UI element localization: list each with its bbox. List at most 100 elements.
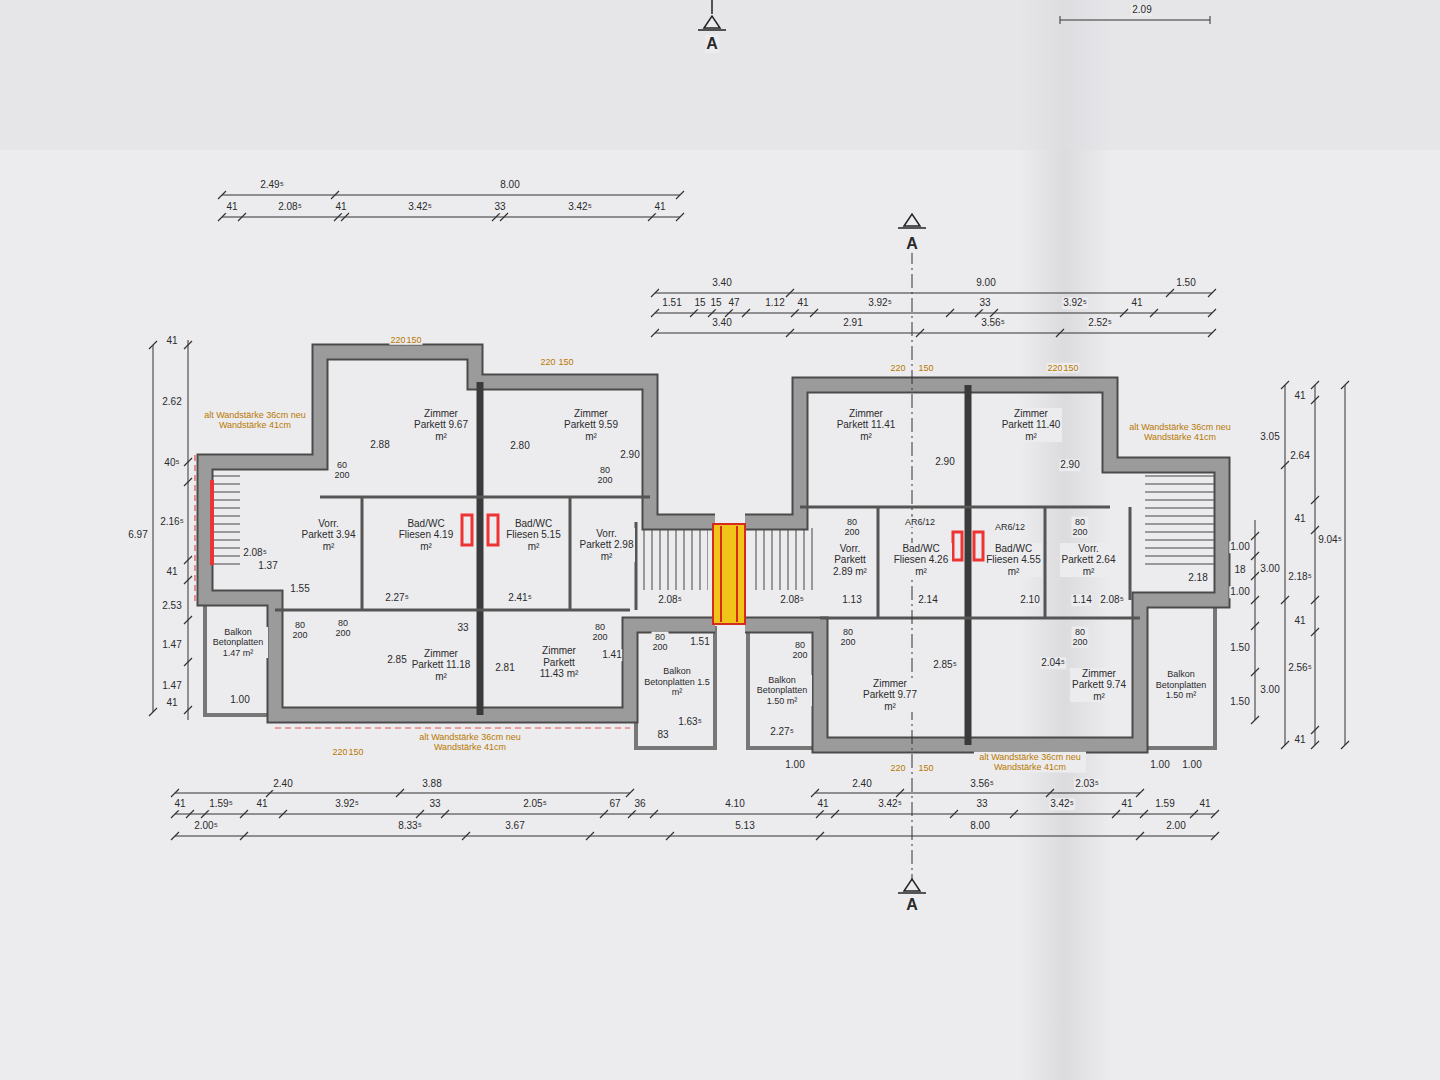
dimension-label: 2.52⁵ (1087, 317, 1113, 329)
dimension-label: 2.27⁵ (384, 592, 410, 604)
dimension-label: 1.51 (689, 636, 710, 648)
dimension-label: 2.18⁵ (1287, 571, 1313, 583)
room-label: Bad/WC Fliesen 4.19 m² (395, 518, 457, 553)
wall-note: alt Wandstärke 36cm neu Wandstärke 41cm (414, 732, 526, 753)
room-label: Balkon Betonplatten 1.50 m² (1150, 669, 1212, 700)
room-label: Vorr. Parkett 2.64 m² (1060, 543, 1117, 578)
door-size: 80 200 (291, 620, 308, 641)
dimension-label: 2.56⁵ (1287, 662, 1313, 674)
dimension-tick (171, 789, 1219, 840)
dimension-label: 41 (816, 798, 829, 810)
dimension-label: 3.42⁵ (1049, 798, 1075, 810)
balcony-area: Balkon Betonplatten 1.50 m² (1150, 660, 1212, 710)
balcony-outline (205, 598, 275, 715)
dimension-line (1060, 16, 1210, 24)
room-label: Zimmer Parkett 11.41 m² (835, 408, 897, 443)
dimension-label: 41 (796, 297, 809, 309)
stair (752, 528, 815, 590)
chimney (953, 532, 962, 560)
dimension-label: 2.80 (509, 440, 530, 452)
dimension-label: 41 (1293, 615, 1306, 627)
dimension-label: 2.90 (934, 456, 955, 468)
partition-wall (800, 507, 1140, 618)
dimension-label: 2.62 (161, 396, 182, 408)
window-height: 150 (347, 747, 364, 757)
room-area: Zimmer Parkett 11.40 m² (1000, 400, 1062, 450)
dimension-label: 2.64 (1289, 450, 1310, 462)
door-size: 80 200 (1071, 627, 1088, 648)
dimension-label: 2.81 (494, 662, 515, 674)
dimension-label: 2.85 (386, 654, 407, 666)
dimension-label: 2.40 (851, 778, 872, 790)
dimension-label: 1.55 (289, 583, 310, 595)
dimension-label: 1.59 (1154, 798, 1175, 810)
dimension-tick (1251, 381, 1349, 749)
dimension-label: 41 (1293, 513, 1306, 525)
dimension-label: 2.00⁵ (193, 820, 219, 832)
room-label: Zimmer Parkett 9.74 m² (1070, 668, 1128, 703)
room-label: Zimmer Parkett 11.43 m² (530, 645, 588, 680)
dimension-label: 1.47 (161, 639, 182, 651)
window-height: 150 (917, 763, 934, 773)
door-size: 80 200 (651, 632, 668, 653)
dimension-label: 3.00 (1259, 563, 1280, 575)
paper-fold (1020, 0, 1110, 1080)
dimension-label: 2.05⁵ (522, 798, 548, 810)
balcony-area: Balkon Betonplatten 1.50 m² (752, 668, 812, 713)
dimension-label: 8.33⁵ (397, 820, 423, 832)
dimension-label: 2.08⁵ (779, 594, 805, 606)
door-size: 80 200 (596, 465, 613, 486)
chimney (974, 532, 983, 560)
dimension-label: 2.40 (272, 778, 293, 790)
balcony-outline (1140, 605, 1215, 748)
chimney-code: AR6/12 (904, 517, 936, 527)
dimension-label: 3.56⁵ (980, 317, 1006, 329)
dimension-label: 83 (656, 729, 669, 741)
dimension-label: 3.92⁵ (867, 297, 893, 309)
old-wall-line (275, 727, 630, 728)
dimension-label: 2.85⁵ (932, 659, 958, 671)
section-mark: A (905, 896, 919, 914)
window-height: 150 (917, 363, 934, 373)
dimension-label: 2.14 (917, 594, 938, 606)
door-size: 80 200 (591, 622, 608, 643)
dimension-label: 1.00 (1229, 586, 1250, 598)
room-area: Zimmer Parkett 9.67 m² (410, 400, 472, 450)
balcony-area: Balkon Betonplatten 1.5 m² (643, 662, 711, 702)
dimension-label: 1.47 (161, 680, 182, 692)
dimension-label: 2.88 (369, 439, 390, 451)
chimney (462, 515, 472, 545)
dimension-label: 1.50 (1229, 642, 1250, 654)
dimension-label: 36 (633, 798, 646, 810)
window-height: 220 (539, 357, 556, 367)
dimension-label: 2.08⁵ (242, 547, 268, 559)
party-wall (713, 524, 745, 624)
paper-shade (0, 0, 1440, 150)
dimension-label: 41 (1293, 734, 1306, 746)
dimension-label: 41 (165, 566, 178, 578)
dimension-label: 41 (165, 335, 178, 347)
room-label: Zimmer Parkett 9.67 m² (410, 408, 472, 443)
dimension-label: 5.13 (734, 820, 755, 832)
room-label: Vorr. Parkett 3.94 m² (300, 518, 357, 553)
section-marker (698, 0, 726, 30)
room-label: Bad/WC Fliesen 4.26 m² (890, 543, 952, 578)
dimension-label: 1.51 (661, 297, 682, 309)
dimension-label: 3.00 (1259, 684, 1280, 696)
dimension-label: 3.42⁵ (407, 201, 433, 213)
chimney (488, 515, 498, 545)
dimension-label: 8.00 (499, 179, 520, 191)
outer-wall (205, 352, 715, 715)
room-label: Balkon Betonplatten 1.50 m² (752, 675, 812, 706)
room-label: Zimmer Parkett 9.77 m² (860, 678, 920, 713)
dimension-line (222, 195, 680, 217)
room-label: Balkon Betonplatten 1.47 m² (208, 627, 268, 658)
dimension-label: 1.00 (1229, 541, 1250, 553)
partition-wall (275, 497, 650, 610)
stair (640, 528, 708, 590)
dimension-label: 2.00 (1165, 820, 1186, 832)
dimension-label: 2.49⁵ (259, 179, 285, 191)
dimension-label: 2.03⁵ (1074, 778, 1100, 790)
